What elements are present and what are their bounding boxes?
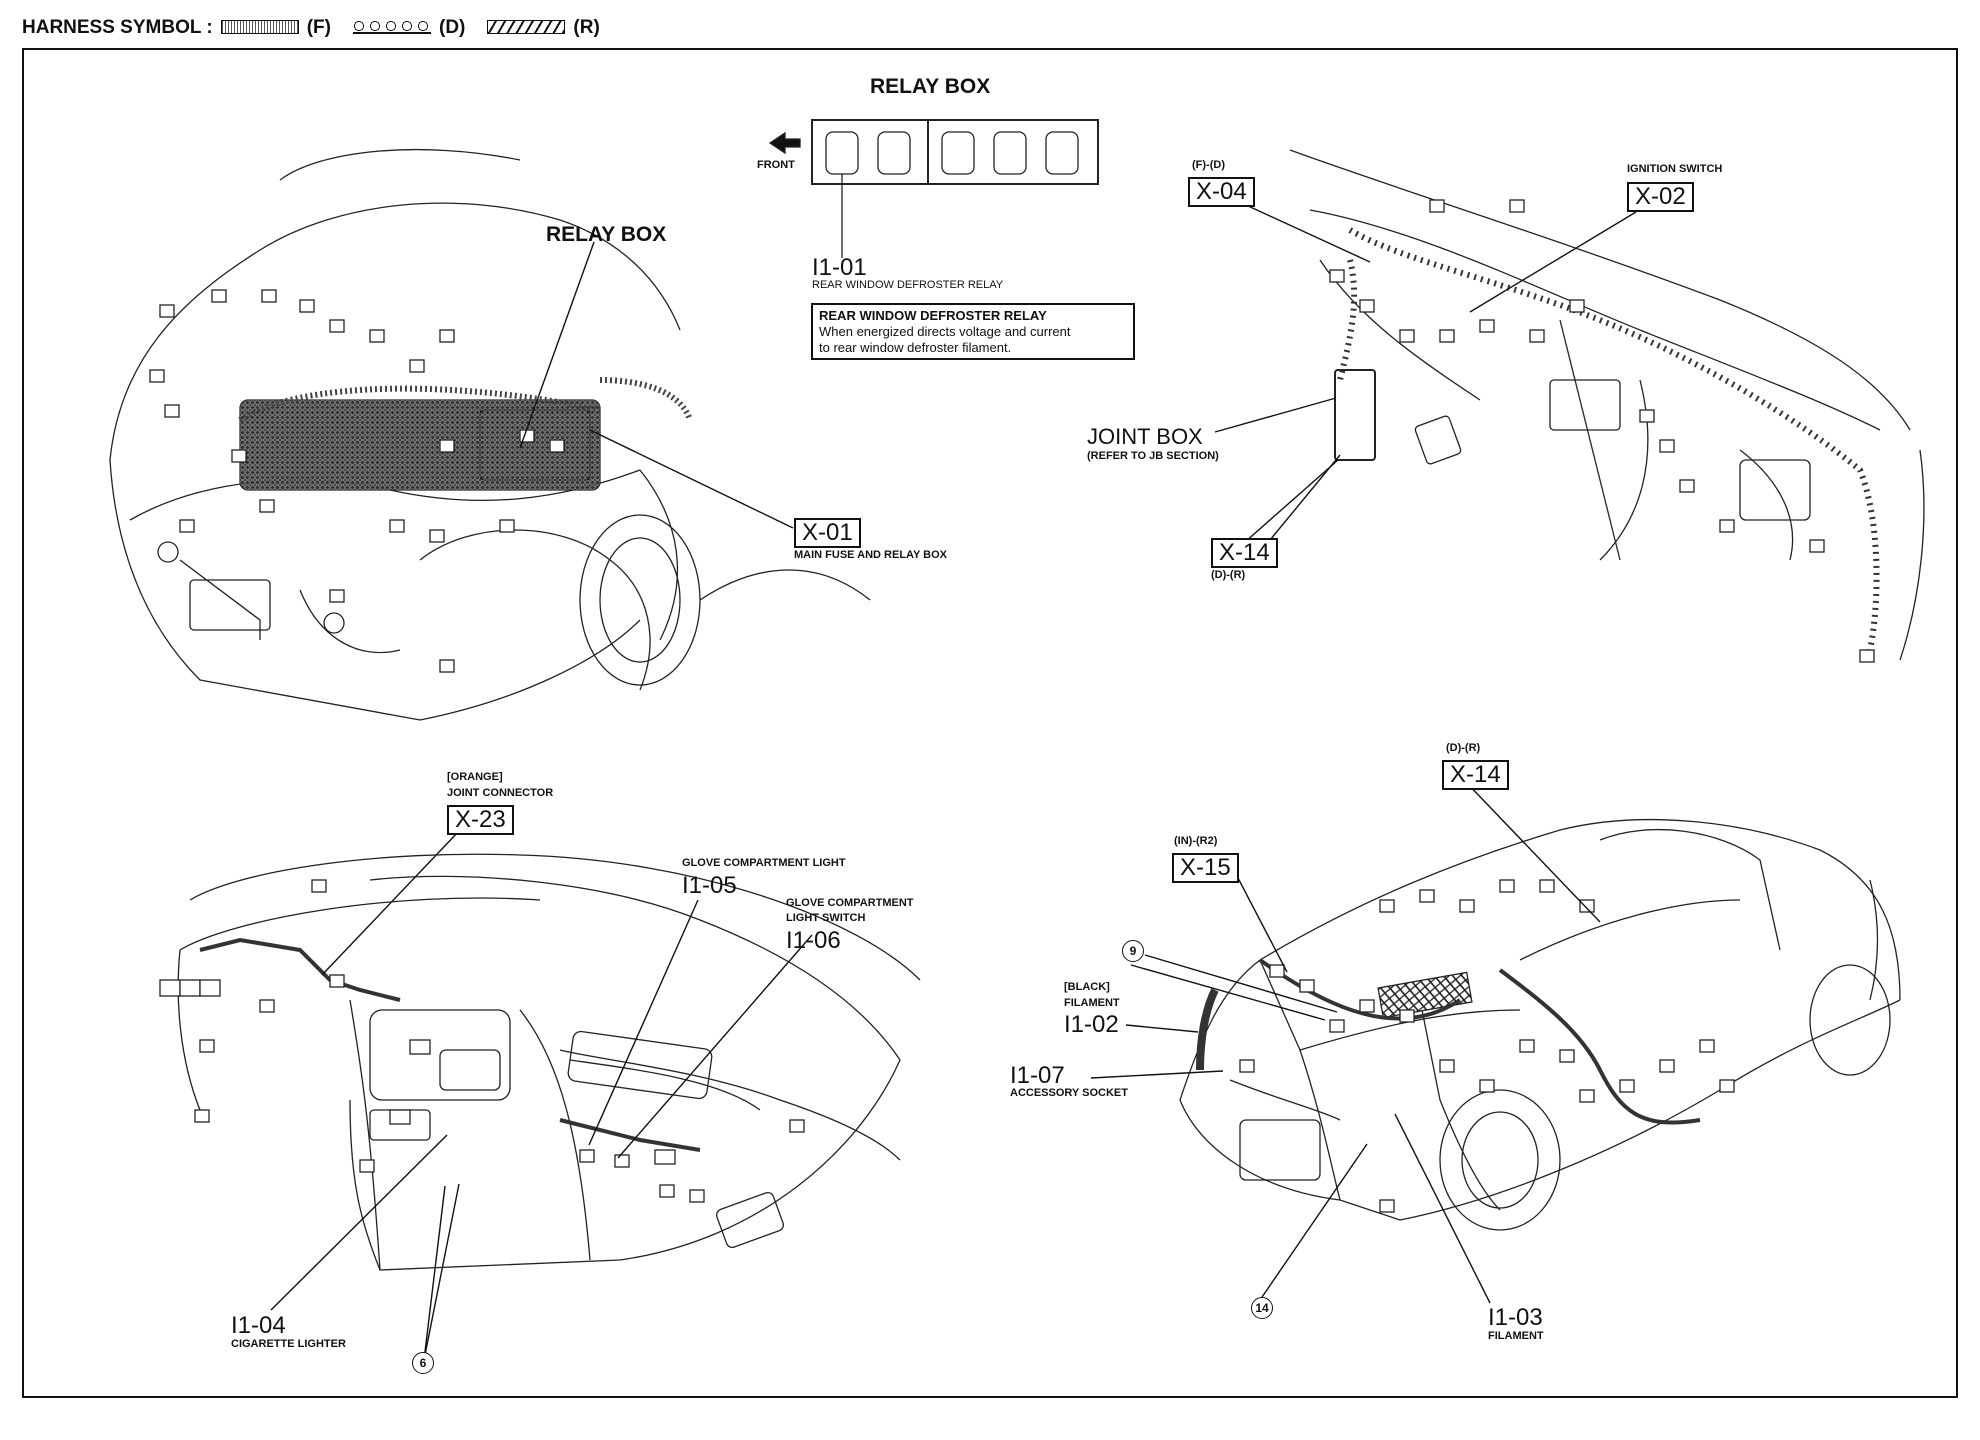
i1-06-connector-code: I1-06	[786, 927, 841, 954]
x-23-connector-code: X-23	[447, 805, 514, 835]
x-04-connector-code: X-04	[1188, 177, 1255, 207]
i1-03-connector-code: I1-03	[1488, 1304, 1543, 1331]
i1-07-connector-desc: ACCESSORY SOCKET	[1010, 1087, 1128, 1099]
harness-symbol-label: HARNESS SYMBOL :	[22, 16, 213, 38]
engine-relay-box-label: RELAY BOX	[546, 223, 667, 246]
ground-point-6: 6	[412, 1352, 434, 1374]
harness-r-code: (R)	[573, 16, 600, 38]
x-14-harness-code-top: (D)-(R)	[1211, 569, 1246, 581]
x-14-connector-code-rear: X-14	[1442, 760, 1509, 790]
x-23-color: [ORANGE]	[447, 771, 503, 783]
x-23-connector-desc: JOINT CONNECTOR	[447, 787, 554, 799]
x-14-harness-code-rear: (D)-(R)	[1446, 742, 1481, 754]
ground-point-9: 9	[1122, 940, 1144, 962]
x-01-connector-code: X-01	[794, 518, 861, 548]
i1-07-connector-code: I1-07	[1010, 1062, 1065, 1089]
harness-d-code: (D)	[439, 16, 466, 38]
rear-window-defroster-relay-callout: REAR WINDOW DEFROSTER RELAY When energiz…	[811, 303, 1135, 360]
i1-05-connector-code: I1-05	[682, 872, 737, 899]
harness-r-swatch-icon	[487, 20, 566, 34]
x-15-connector-code: X-15	[1172, 853, 1239, 883]
dashboard-underside-drawing	[1289, 149, 1925, 663]
i1-01-connector-desc: REAR WINDOW DEFROSTER RELAY	[812, 279, 1004, 291]
i1-06-connector-desc-2: LIGHT SWITCH	[786, 912, 866, 924]
x-04-harness-code: (F)-(D)	[1192, 159, 1225, 171]
x-15-harness-code: (IN)-(R2)	[1174, 835, 1218, 847]
harness-f-code: (F)	[306, 16, 331, 38]
arrow-left-icon	[768, 131, 801, 155]
front-label: FRONT	[757, 159, 795, 171]
x-14-connector-code-top: X-14	[1211, 538, 1278, 568]
i1-05-connector-desc: GLOVE COMPARTMENT LIGHT	[682, 857, 846, 869]
i1-02-color: [BLACK]	[1064, 981, 1110, 993]
engine-compartment-drawing	[109, 148, 871, 721]
i1-04-connector-desc: CIGARETTE LIGHTER	[231, 1338, 346, 1350]
x-01-connector-desc: MAIN FUSE AND RELAY BOX	[794, 549, 948, 561]
callout-title: REAR WINDOW DEFROSTER RELAY	[819, 308, 1047, 323]
vehicle-rear-drawing	[1179, 818, 1901, 1231]
joint-box-label: JOINT BOX	[1087, 424, 1203, 449]
joint-box-note: (REFER TO JB SECTION)	[1087, 450, 1219, 462]
callout-line-2: to rear window defroster filament.	[819, 340, 1012, 355]
i1-03-connector-desc: FILAMENT	[1488, 1330, 1544, 1342]
i1-02-connector-code: I1-02	[1064, 1011, 1119, 1038]
leader-lines	[270, 204, 1637, 1361]
harness-d-swatch-icon	[353, 20, 431, 34]
i1-02-connector-desc: FILAMENT	[1064, 997, 1120, 1009]
diagram-frame	[22, 48, 1958, 1398]
x-02-connector-desc: IGNITION SWITCH	[1627, 163, 1723, 175]
instrument-panel-drawing	[159, 853, 921, 1271]
relay-box-panel-title: RELAY BOX	[870, 75, 991, 98]
ground-point-14: 14	[1251, 1297, 1273, 1319]
harness-symbol-legend: HARNESS SYMBOL : (F) (D) (R)	[22, 14, 600, 40]
callout-line-1: When energized directs voltage and curre…	[819, 324, 1071, 339]
relay-box-schematic	[768, 119, 1099, 258]
i1-06-connector-desc-1: GLOVE COMPARTMENT	[786, 897, 914, 909]
x-02-connector-code: X-02	[1627, 182, 1694, 212]
harness-f-swatch-icon	[220, 20, 299, 34]
i1-01-connector-code: I1-01	[812, 254, 867, 281]
i1-04-connector-code: I1-04	[231, 1312, 286, 1339]
